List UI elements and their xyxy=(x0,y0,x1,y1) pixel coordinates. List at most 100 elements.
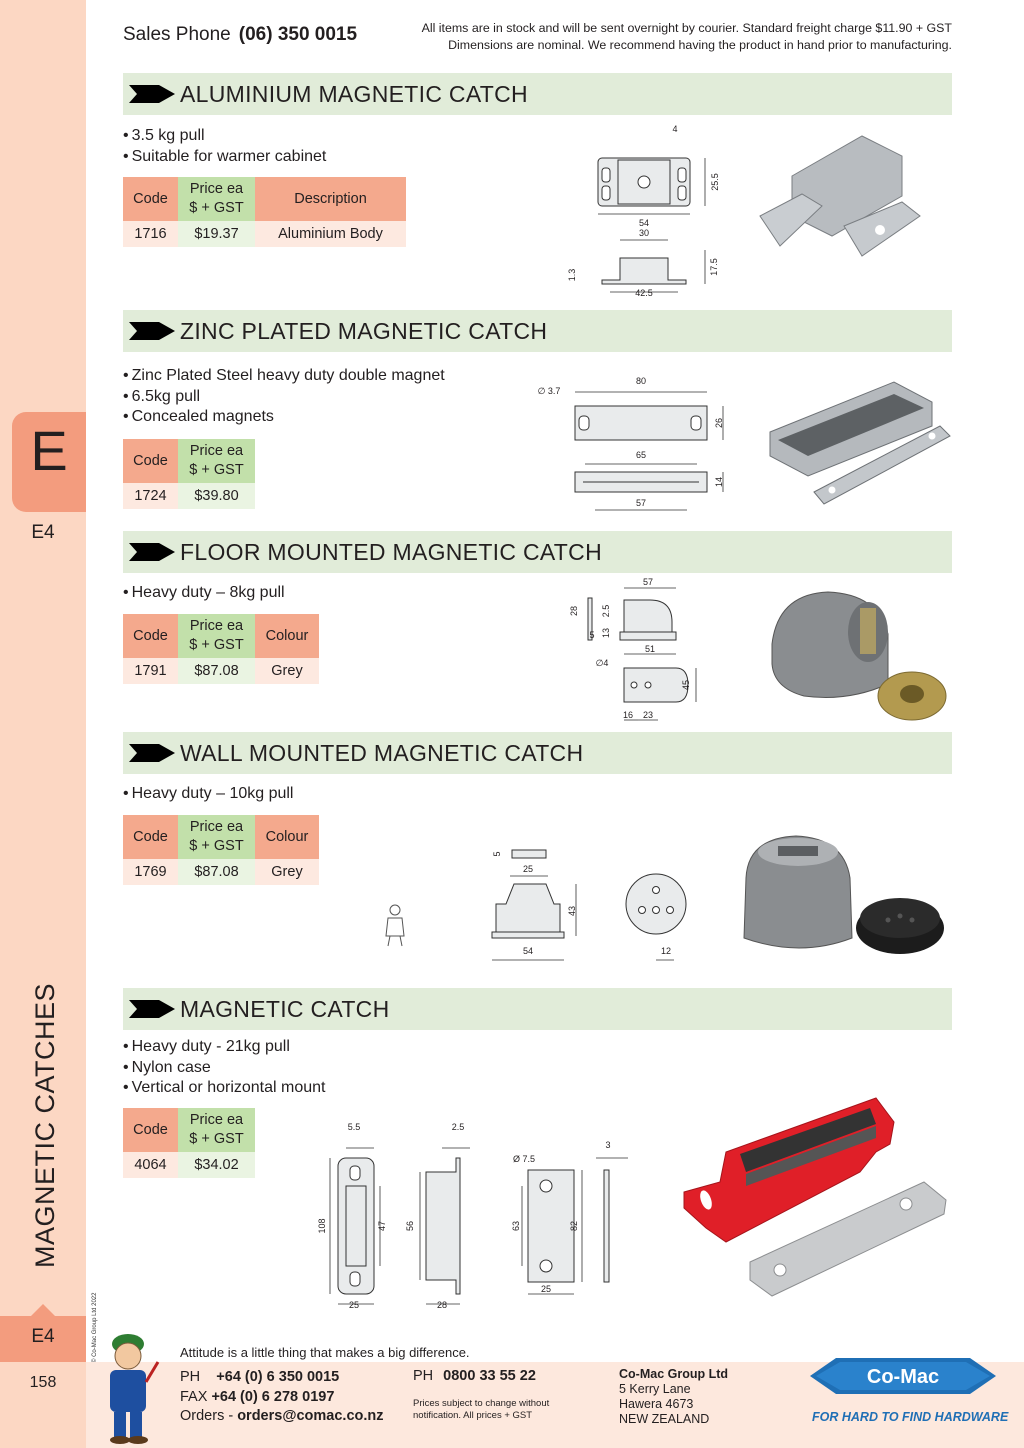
dim-label: 26 xyxy=(714,418,724,428)
feature-list: 3.5 kg pull Suitable for warmer cabinet xyxy=(123,126,327,167)
footer-slogan: Attitude is a little thing that makes a … xyxy=(180,1345,470,1360)
feature-item: Nylon case xyxy=(123,1058,325,1079)
price-label: Price ea xyxy=(189,1112,244,1128)
dim-label: 12 xyxy=(661,946,671,956)
page-code-top: E4 xyxy=(31,522,55,543)
notice-line: Dimensions are nominal. We recommend hav… xyxy=(448,38,952,52)
dim-label: 47 xyxy=(377,1221,387,1231)
comac-logo[interactable]: Co-Mac xyxy=(810,1358,996,1408)
zinc-catch-drawing: ∅ 3.7 80 26 65 14 57 xyxy=(538,376,724,511)
dim-label: 16 xyxy=(623,710,633,720)
dim-label: 28 xyxy=(437,1300,447,1310)
feature-list: Heavy duty - 21kg pull Nylon case Vertic… xyxy=(123,1037,326,1099)
ph-value[interactable]: +64 (0) 6 350 0015 xyxy=(216,1369,340,1385)
orders-email-link[interactable]: orders@comac.co.nz xyxy=(237,1408,384,1424)
product-price: $87.08 xyxy=(178,658,255,684)
product-colour: Grey xyxy=(255,859,319,885)
dim-label: 43 xyxy=(567,906,577,916)
dim-label: 5.5 xyxy=(348,1122,361,1132)
logo-text: Co-Mac xyxy=(867,1366,939,1388)
price-label: Price ea xyxy=(189,443,244,459)
dim-label: 54 xyxy=(523,946,533,956)
col-header-price: Price ea$ + GST xyxy=(178,439,255,483)
product-code: 1769 xyxy=(123,859,178,885)
dim-label: 3 xyxy=(605,1140,610,1150)
address-line: NEW ZEALAND xyxy=(619,1412,710,1426)
product-price: $19.37 xyxy=(178,221,255,247)
freephone-number[interactable]: 0800 33 55 22 xyxy=(443,1368,536,1384)
disclaimer-line: notification. All prices + GST xyxy=(413,1410,533,1421)
spec-table: Code Price ea$ + GST Description 1716 $1… xyxy=(123,177,406,247)
address-line: Hawera 4673 xyxy=(619,1397,694,1411)
dim-label: 25 xyxy=(541,1284,551,1294)
dim-label: 45 xyxy=(681,680,691,690)
dim-label: 14 xyxy=(714,477,724,487)
section-bar-floor: FLOOR MOUNTED MAGNETIC CATCH xyxy=(123,531,952,573)
feature-item: Zinc Plated Steel heavy duty double magn… xyxy=(123,366,445,387)
fax-label: FAX xyxy=(180,1388,208,1405)
arrow-icon xyxy=(129,744,175,762)
mascot-icon xyxy=(110,1334,160,1444)
orders-label: Orders - xyxy=(180,1408,234,1424)
product-price: $34.02 xyxy=(178,1152,255,1178)
table-row: 4064 $34.02 xyxy=(123,1152,255,1178)
section-letter: E xyxy=(30,419,68,482)
section-title: ZINC PLATED MAGNETIC CATCH xyxy=(180,318,548,344)
table-row: 1724 $39.80 xyxy=(123,483,255,509)
dim-label: 65 xyxy=(636,450,646,460)
product-price: $87.08 xyxy=(178,859,255,885)
dim-label: 108 xyxy=(317,1218,327,1233)
table-row: 1769 $87.08 Grey xyxy=(123,859,319,885)
dim-label: 57 xyxy=(636,498,646,508)
arrow-icon xyxy=(129,543,175,561)
col-header-price: Price ea$ + GST xyxy=(178,614,255,658)
mascot-sketch-icon xyxy=(385,904,405,947)
feature-item: Heavy duty – 8kg pull xyxy=(123,583,285,604)
floor-catch-drawing: 57 28 2.5 13 5 51 ∅4 45 16 23 xyxy=(569,577,697,721)
dim-label: 57 xyxy=(643,577,653,587)
dim-label: 51 xyxy=(645,644,655,654)
col-header-price: Price ea$ + GST xyxy=(178,1108,255,1152)
section-title: FLOOR MOUNTED MAGNETIC CATCH xyxy=(180,539,602,565)
product-price: $39.80 xyxy=(178,483,255,509)
col-header-colour: Colour xyxy=(255,815,319,859)
col-header-code: Code xyxy=(123,177,178,221)
dim-label: 30 xyxy=(639,228,649,238)
col-header-colour: Colour xyxy=(255,614,319,658)
feature-list: Heavy duty – 10kg pull xyxy=(123,784,294,805)
col-header-code: Code xyxy=(123,815,178,859)
product-code: 1791 xyxy=(123,658,178,684)
section-title: ALUMINIUM MAGNETIC CATCH xyxy=(180,81,528,107)
price-label: Price ea xyxy=(189,181,244,197)
sales-phone-number[interactable]: (06) 350 0015 xyxy=(238,24,358,45)
wall-catch-photo xyxy=(743,835,944,954)
sales-phone: Sales Phone (06) 350 0015 xyxy=(123,24,357,46)
product-code: 4064 xyxy=(123,1152,178,1178)
feature-item: 6.5kg pull xyxy=(123,387,445,408)
company-name: Co-Mac Group Ltd xyxy=(619,1367,729,1381)
spec-table: Code Price ea$ + GST Colour 1769 $87.08 … xyxy=(123,815,319,885)
dim-label: 54 xyxy=(639,218,649,228)
table-row: 1791 $87.08 Grey xyxy=(123,658,319,684)
product-description: Aluminium Body xyxy=(255,221,406,247)
dim-label: 13 xyxy=(601,628,611,638)
spec-table: Code Price ea$ + GST Colour 1791 $87.08 … xyxy=(123,614,319,684)
magnetic-catch-drawing: 5.5 2.5 108 47 56 25 28 Ø 7.5 3 63 82 25 xyxy=(317,1122,628,1310)
section-title: WALL MOUNTED MAGNETIC CATCH xyxy=(180,740,584,766)
dim-label: 5 xyxy=(492,851,502,856)
dim-label: 25.5 xyxy=(710,173,720,191)
section-title: MAGNETIC CATCH xyxy=(180,996,390,1022)
section-bar-zinc: ZINC PLATED MAGNETIC CATCH xyxy=(123,310,952,352)
price-unit: $ + GST xyxy=(189,637,244,653)
price-disclaimer: Prices subject to change without notific… xyxy=(413,1398,549,1422)
sales-label: Sales Phone xyxy=(123,24,231,45)
page-number: 158 xyxy=(29,1374,57,1391)
page-code-bottom: E4 xyxy=(31,1326,55,1347)
fax-value: +64 (0) 6 278 0197 xyxy=(211,1388,335,1405)
arrow-icon xyxy=(129,1000,175,1018)
dim-label: 80 xyxy=(636,376,646,386)
price-unit: $ + GST xyxy=(189,200,244,216)
feature-item: Vertical or horizontal mount xyxy=(123,1078,326,1099)
dim-label: 25 xyxy=(349,1300,359,1310)
table-row: 1716 $19.37 Aluminium Body xyxy=(123,221,406,247)
